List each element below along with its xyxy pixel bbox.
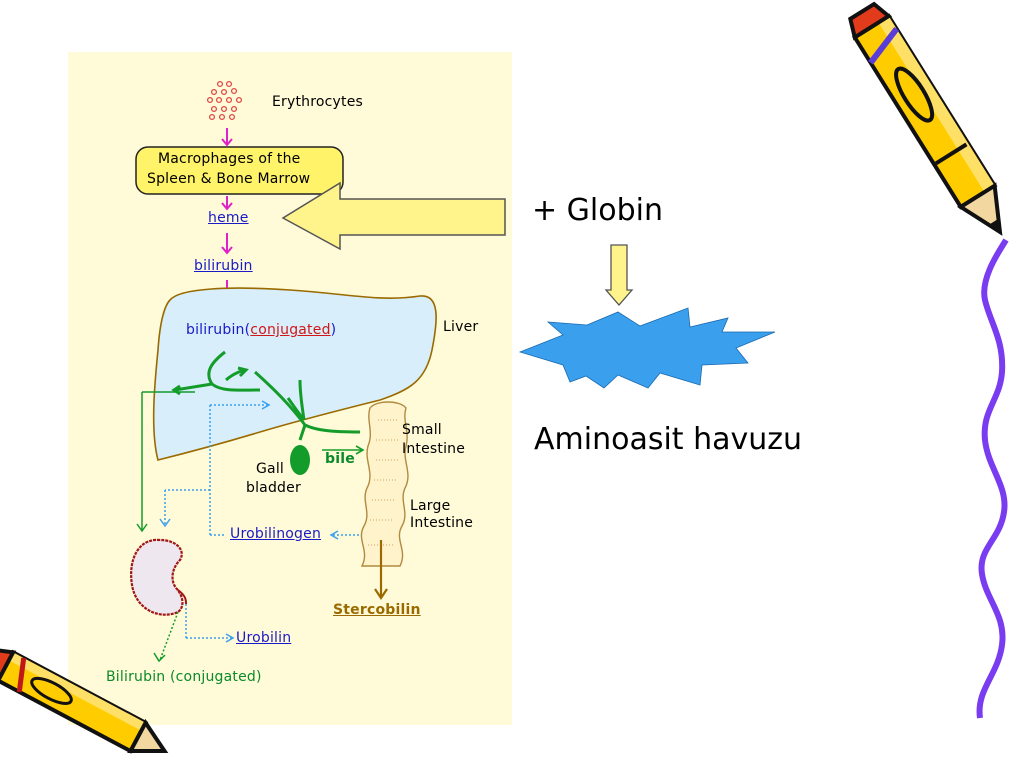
- large-intestine-label-2: Intestine: [410, 515, 474, 531]
- stercobilin-link[interactable]: Stercobilin: [333, 602, 421, 618]
- globin-label: + Globin: [532, 193, 664, 228]
- liver-to-kidney-line: [136, 391, 195, 533]
- stercobilin-arrow: [374, 540, 388, 600]
- kidney-to-bilirubin-line: [153, 611, 179, 663]
- bilirubin-conjugated-label: Bilirubin (conjugated): [106, 669, 262, 685]
- gall-bladder-shape: [290, 445, 310, 475]
- kidney-shape: [130, 538, 184, 616]
- erythrocytes-label: Erythrocytes: [272, 94, 364, 110]
- macrophages-box: [135, 146, 344, 195]
- amino-pool-label: Aminoasit havuzu: [534, 422, 803, 457]
- globin-down-arrow: [604, 244, 634, 306]
- liver-shape: [152, 287, 437, 461]
- bile-arrow-head: [355, 445, 365, 455]
- amino-pool-burst: [518, 307, 776, 389]
- erythrocytes-icon: [206, 80, 243, 121]
- globin-arrow: [281, 181, 506, 251]
- macrophages-label-line2: Spleen & Bone Marrow: [147, 171, 311, 187]
- close-paren: ): [330, 322, 337, 338]
- wavy-decoration: [976, 238, 1009, 719]
- heme-link[interactable]: heme: [208, 210, 249, 226]
- gall-label: Gall: [256, 461, 285, 477]
- pencil-top-right-icon: [848, 1, 1003, 236]
- urobilinogen-link[interactable]: Urobilinogen: [230, 526, 322, 542]
- liver-label: Liver: [443, 319, 479, 335]
- small-intestine-label-1: Small: [402, 422, 442, 438]
- macrophages-label-line1: Macrophages of the: [158, 151, 301, 167]
- ureter: [177, 589, 187, 605]
- urobilin-link[interactable]: Urobilin: [236, 630, 292, 646]
- bilirubin-liver-label: bilirubin(conjugated): [186, 322, 336, 338]
- bile-ducts: [171, 350, 361, 441]
- bladder-label: bladder: [246, 480, 301, 496]
- bilirubin-link[interactable]: bilirubin: [194, 258, 253, 274]
- urobilinogen-paths: [159, 400, 375, 643]
- bilirubin-liver-text: bilirubin(: [186, 322, 251, 338]
- conjugated-link[interactable]: conjugated: [250, 322, 331, 338]
- pencil-bottom-left-icon: [0, 647, 169, 754]
- intestine-shape: [360, 401, 409, 567]
- large-intestine-label-1: Large: [410, 498, 451, 514]
- small-intestine-label-2: Intestine: [402, 441, 466, 457]
- bile-label: bile: [325, 451, 355, 467]
